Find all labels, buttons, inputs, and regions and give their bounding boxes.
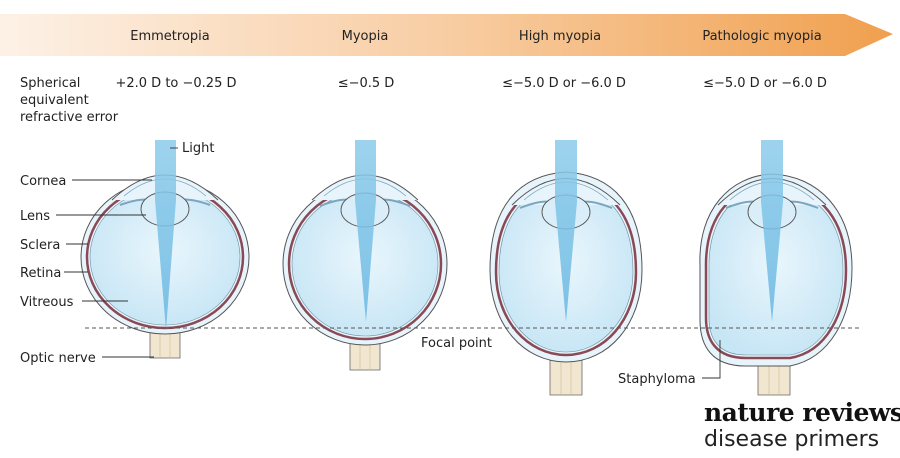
row-label-line1: Spherical: [20, 76, 80, 91]
value-myopia: ≤−0.5 D: [338, 76, 395, 91]
progression-arrow: [0, 14, 893, 56]
stage-name-emmetropia: Emmetropia: [130, 29, 209, 44]
value-emmetropia: +2.0 D to −0.25 D: [115, 76, 236, 91]
value-high-myopia: ≤−5.0 D or −6.0 D: [502, 76, 626, 91]
row-label-line3: refractive error: [20, 110, 119, 125]
eye-high-myopia: [489, 140, 643, 396]
label-cornea: Cornea: [20, 174, 66, 189]
label-retina: Retina: [20, 266, 61, 281]
eye-myopia: [282, 140, 448, 371]
logo-nature-reviews: nature reviews: [704, 398, 900, 427]
label-optic-nerve: Optic nerve: [20, 351, 96, 366]
label-focal-point: Focal point: [421, 336, 492, 351]
light-beam-emmetropia: [155, 140, 176, 330]
label-sclera: Sclera: [20, 238, 60, 253]
stage-name-myopia: Myopia: [342, 29, 389, 44]
label-staphyloma: Staphyloma: [618, 372, 696, 387]
logo-disease-primers: disease primers: [704, 427, 879, 452]
value-pathologic-myopia: ≤−5.0 D or −6.0 D: [703, 76, 827, 91]
stage-name-pathologic-myopia: Pathologic myopia: [702, 29, 821, 44]
label-vitreous: Vitreous: [20, 295, 74, 310]
stage-name-high-myopia: High myopia: [519, 29, 601, 44]
light-beam-myopia: [355, 140, 376, 322]
label-light: Light: [182, 141, 214, 156]
row-label-line2: equivalent: [20, 93, 89, 108]
light-beam-pathologic-myopia: [761, 140, 783, 322]
eye-pathologic-myopia: [699, 140, 853, 396]
eye-emmetropia: [80, 140, 250, 359]
label-lens: Lens: [20, 209, 50, 224]
light-beam-high-myopia: [555, 140, 577, 322]
